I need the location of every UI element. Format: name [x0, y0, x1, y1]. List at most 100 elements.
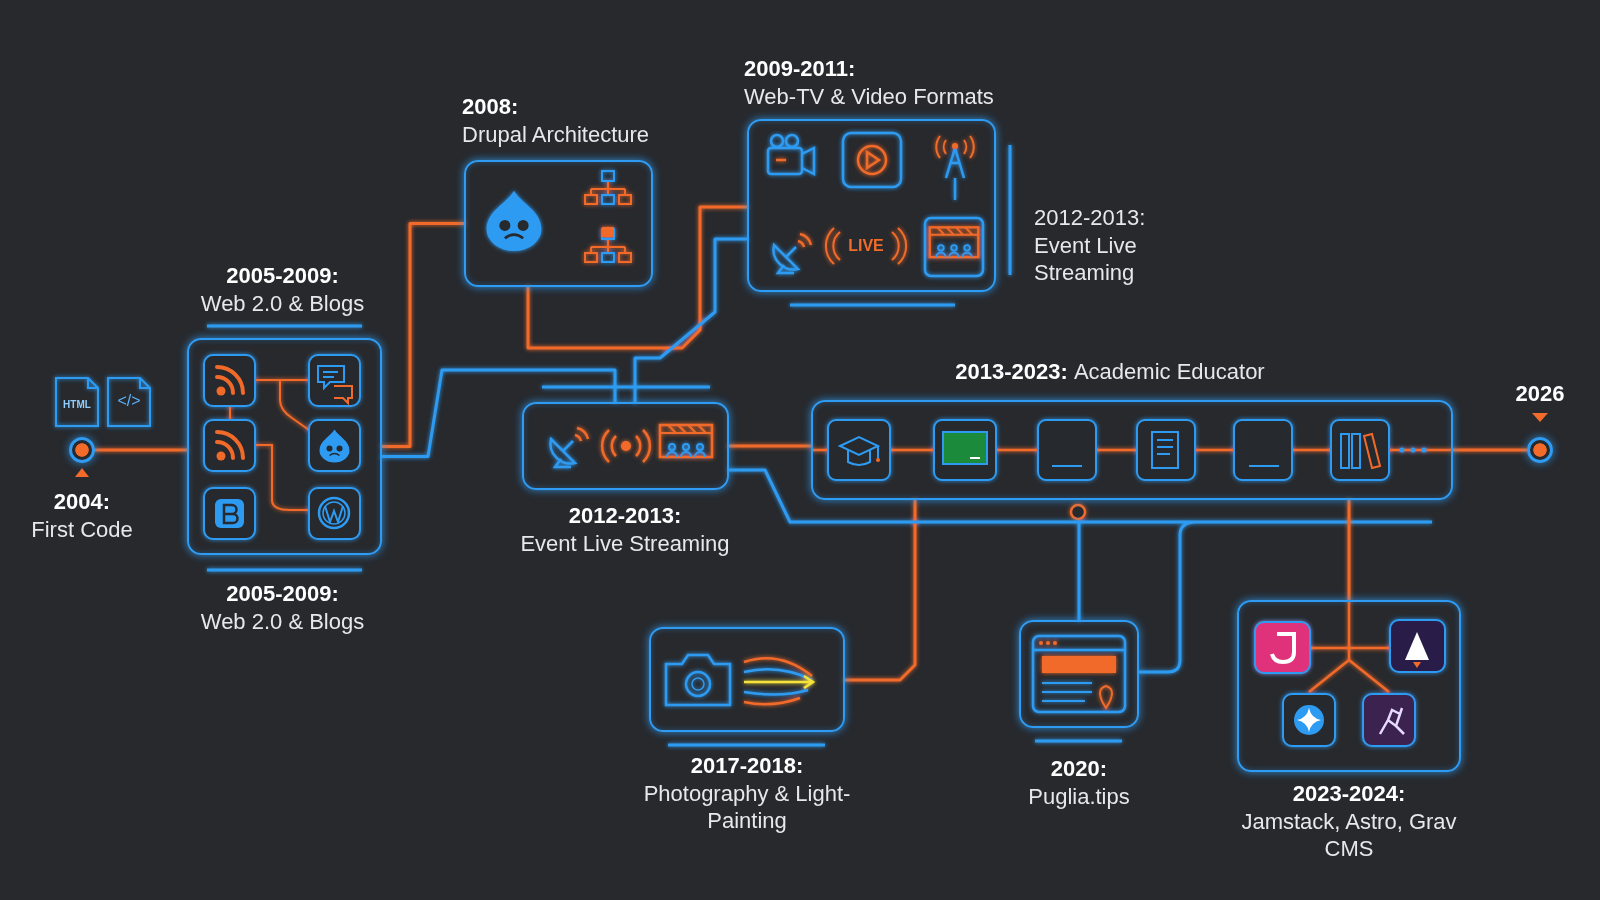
blog-icons-part: [204, 488, 255, 539]
text-run: HTML: [63, 399, 91, 410]
blog-icons-part: [323, 502, 345, 524]
accent-bars-part: [790, 304, 955, 307]
blog-icons-part: [325, 506, 343, 522]
education-icons-part: [1052, 465, 1082, 467]
title-text: Web 2.0 & Blogs: [201, 291, 364, 316]
title-text: Event Live Streaming: [520, 531, 729, 556]
stage-box: 2012-2013: Event Live Streaming: [522, 402, 729, 490]
title-text: Puglia.tips: [1028, 784, 1130, 809]
drupal-icons-part: [487, 191, 542, 251]
jamstack-icons-part: [1363, 694, 1415, 746]
milestone-heading: 2008: Drupal Architecture: [462, 93, 732, 148]
webtv-icons-part: [776, 159, 786, 162]
webtv-icons-part: [858, 146, 886, 174]
website-icon-part: [1033, 649, 1125, 652]
blog-icons-part: [217, 367, 244, 396]
education-icons-part: [828, 420, 890, 480]
jamstack-icons-part: [1413, 662, 1421, 668]
education-icons-part: [828, 420, 1389, 480]
stage-box: 2017-2018: Photography & Light-Painting: [649, 627, 845, 732]
connector-line: [845, 500, 915, 680]
webtv-icons-part: [946, 148, 964, 200]
education-icons-part: [1400, 448, 1405, 453]
title-text: Drupal Architecture: [462, 122, 649, 147]
year-text: 2005-2009:: [175, 262, 390, 290]
blog-icons-part: [334, 386, 352, 403]
year-text: 2009-2011:: [744, 55, 1044, 83]
file-icons-part: [56, 378, 98, 426]
year-text: 2017-2018:: [627, 752, 867, 780]
network-line-part: [1078, 522, 1432, 672]
file-icons-part: [108, 378, 150, 426]
blog-icons: [204, 355, 360, 539]
connector-line: [1453, 449, 1527, 452]
stream-icons-part: [621, 441, 631, 451]
education-icons-part: [1364, 434, 1380, 468]
stream-icons-part: [602, 430, 650, 462]
blog-icons-part: [204, 355, 360, 539]
connector-line: [1348, 500, 1351, 600]
icon-label: LIVE: [844, 236, 888, 255]
milestone-heading: 2026: [1500, 380, 1580, 408]
start-marker-part: [75, 468, 89, 477]
webtv-icons-part: [802, 148, 814, 174]
accent-bars: [207, 145, 1122, 745]
file-icons: [56, 378, 150, 426]
photo-icons-part: [744, 698, 800, 704]
blog-icons-part: [215, 499, 244, 528]
education-icons-part: [1234, 420, 1292, 480]
jamstack-icons-part: [1380, 708, 1404, 734]
blog-icons-part: [224, 505, 238, 523]
stream-icons-part: [550, 428, 588, 467]
year-text: 2012-2013:: [500, 502, 750, 530]
education-icons-part: [876, 458, 880, 462]
education-icons-part: [970, 457, 980, 459]
accent-bars-part: [1009, 145, 1012, 275]
jamstack-icons-part: [1283, 694, 1335, 746]
milestone-dot: 2004: First Code: [69, 437, 95, 463]
jamstack-icons-part: [1405, 632, 1429, 660]
photo-icons-part: [666, 655, 730, 705]
connector-line: [729, 445, 811, 448]
webtv-icons-part: [843, 133, 901, 187]
blog-icons-part: [204, 420, 255, 471]
photo-icons-part: [686, 672, 710, 696]
website-icon-part: [1053, 641, 1057, 645]
stage-box: 2023-2024: Jamstack, Astro, Grav CMS: [1237, 600, 1461, 772]
blog-icons-part: [309, 420, 360, 471]
year-text: 2008:: [462, 93, 732, 121]
webtv-icons-part: [936, 136, 974, 158]
jamstack-icons-part: [1390, 620, 1445, 672]
year-text: 2004:: [22, 488, 142, 516]
title-text: Photography & Light-Painting: [644, 781, 851, 834]
title-text: Academic Educator: [1074, 359, 1265, 384]
jamstack-icons: [1255, 600, 1445, 746]
accent-bars-part: [668, 744, 825, 747]
end-marker-part: [1532, 413, 1548, 422]
photo-icons: [666, 655, 813, 705]
drupal-icons-part: [602, 227, 614, 237]
end-marker: [1532, 413, 1548, 422]
accent-bars-part: [1035, 740, 1122, 743]
education-icons-part: [943, 432, 987, 464]
text-run: 2026: [1516, 381, 1565, 406]
jamstack-icons-part: [1255, 622, 1310, 673]
website-icon-part: [1042, 683, 1092, 701]
education-icons-part: [1422, 448, 1427, 453]
photo-icons-part: [692, 678, 704, 690]
photo-icons-part: [744, 676, 813, 688]
milestone-heading: 2005-2009: Web 2.0 & Blogs: [175, 580, 390, 635]
education-icons-part: [1038, 420, 1096, 480]
milestone-heading: 2013-2023: Academic Educator: [850, 358, 1370, 386]
photo-icons-part: [744, 669, 812, 680]
webtv-icons-part: [773, 234, 811, 273]
accent-bars-part: [542, 386, 710, 389]
jamstack-icons-part: [1294, 705, 1324, 735]
photo-icons-part: [744, 658, 812, 676]
webtv-icons-part: [826, 228, 906, 264]
milestone-dot: 2026: [1527, 437, 1553, 463]
education-icons: [811, 420, 1453, 480]
blog-icons-part: [323, 372, 338, 377]
milestone-heading: 2004: First Code: [22, 488, 142, 543]
